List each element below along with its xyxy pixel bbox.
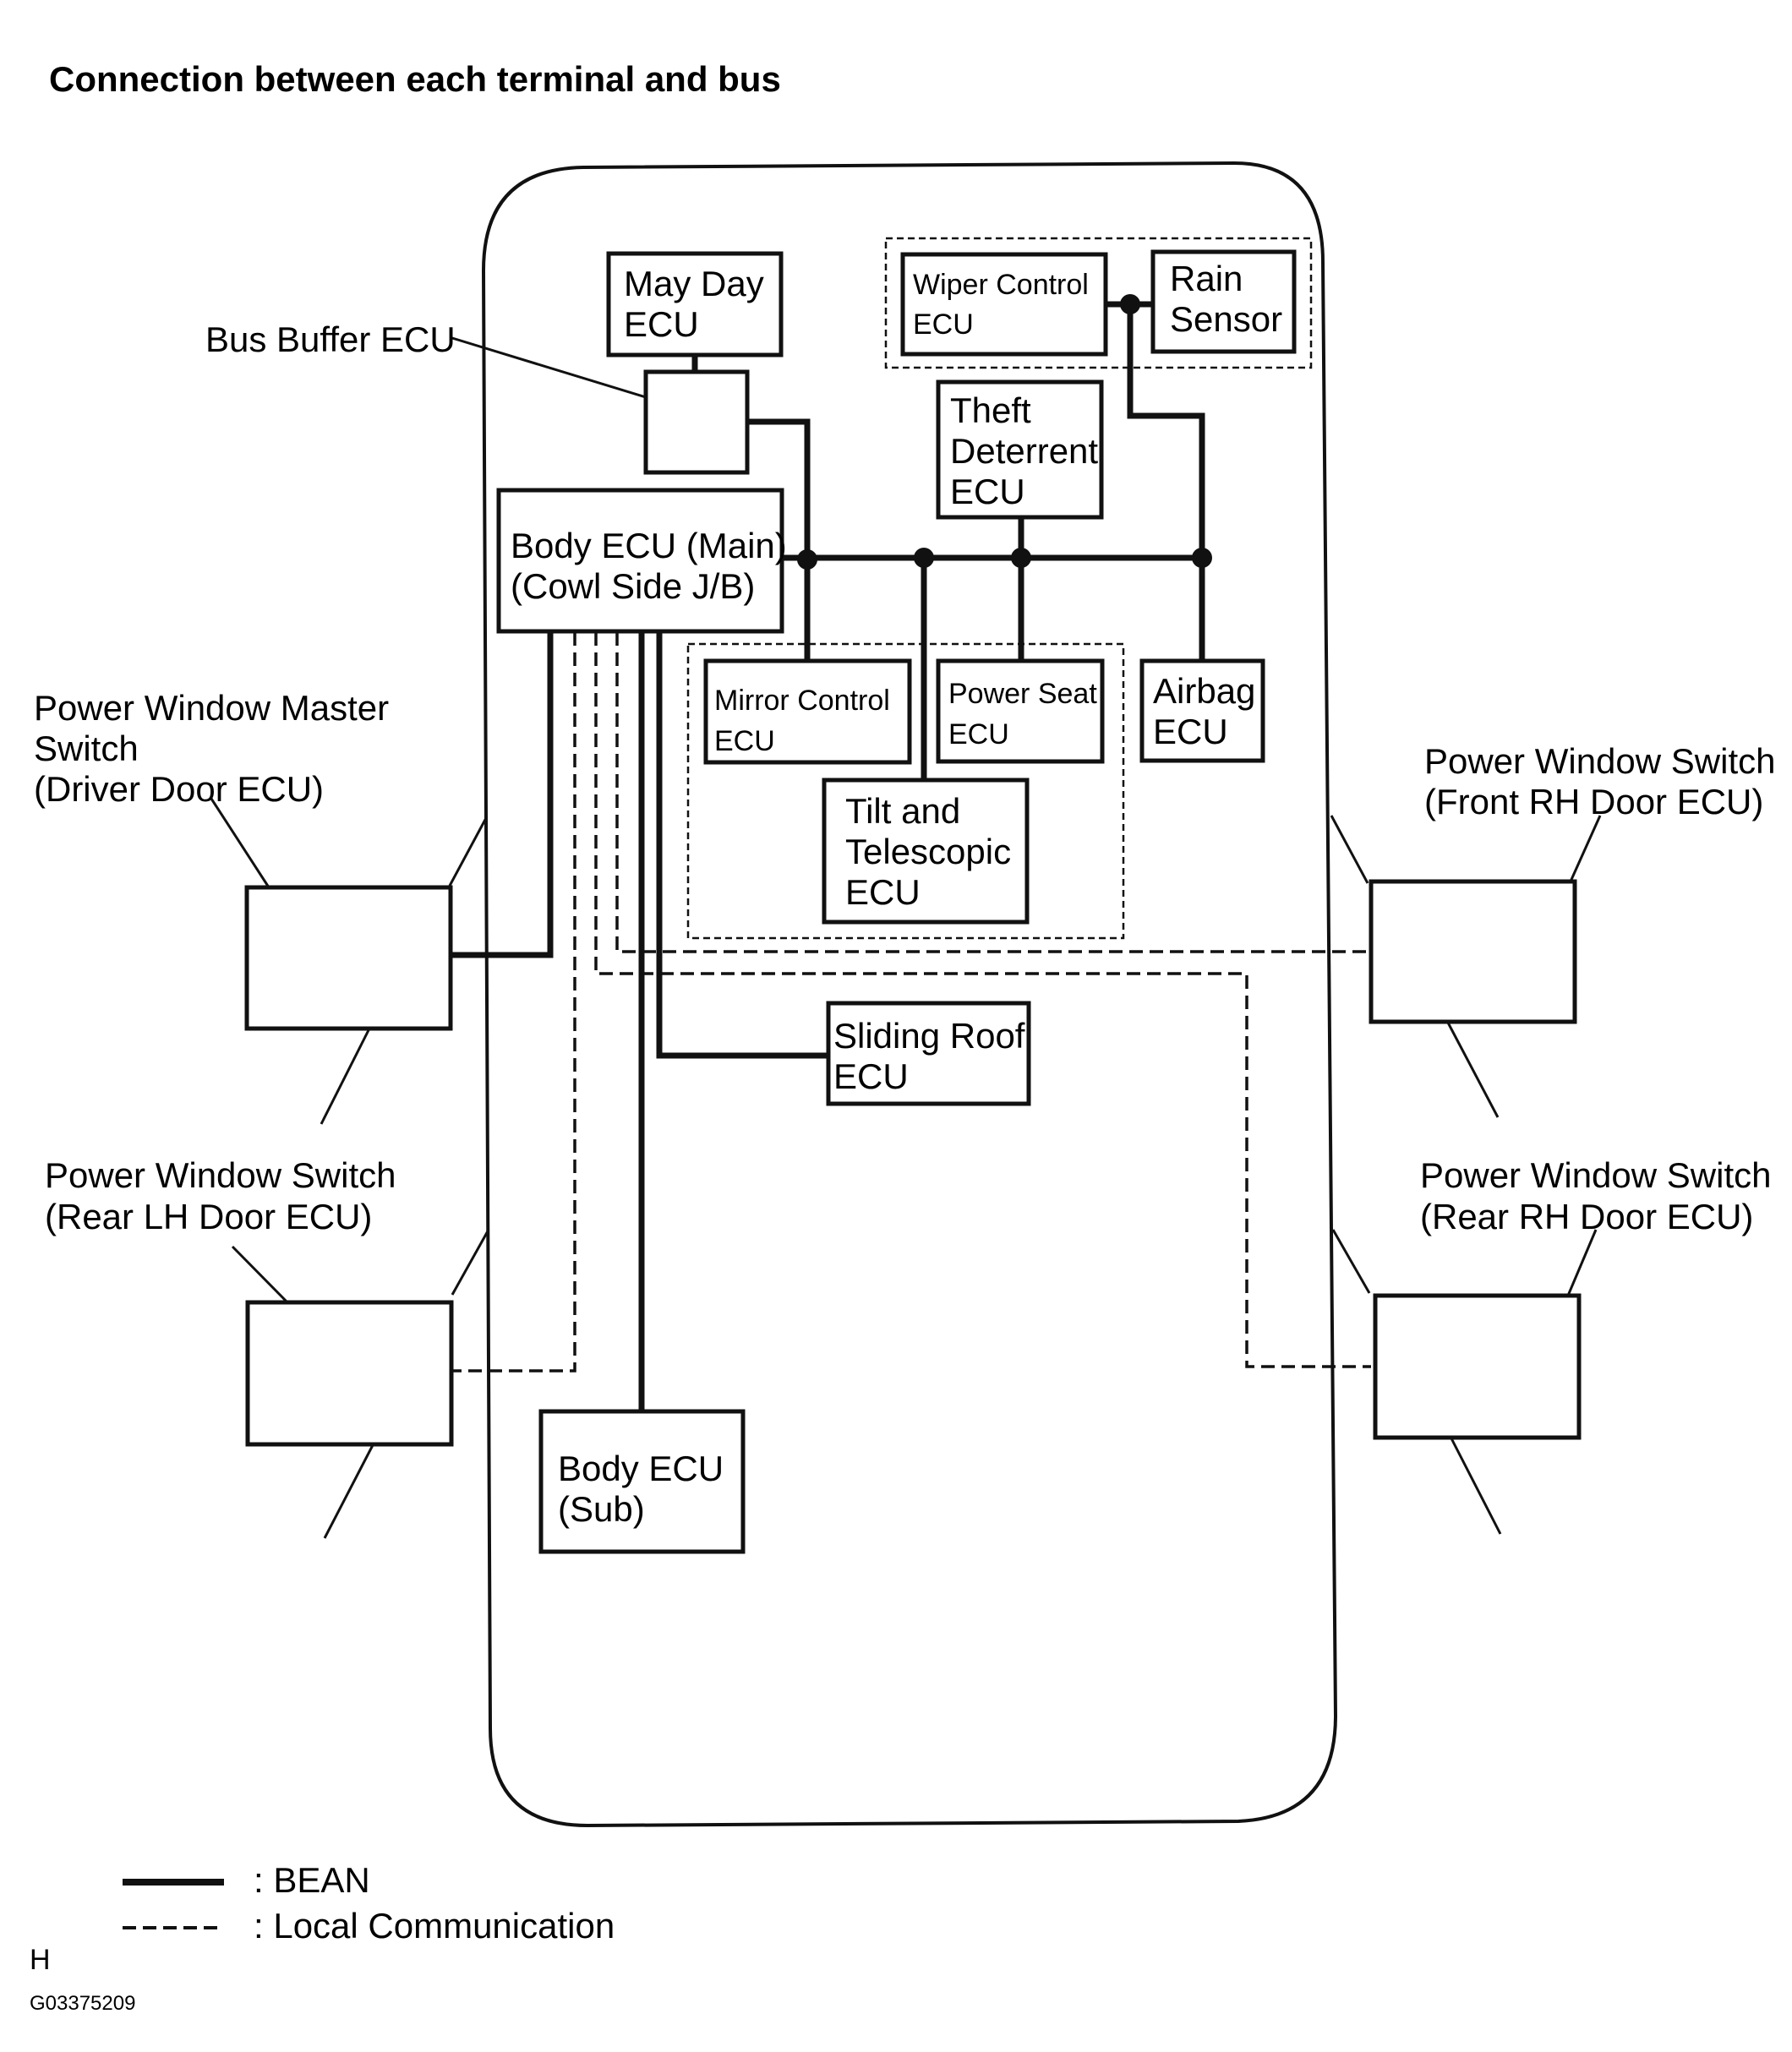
mirror-label-1: Mirror Control [714, 685, 890, 717]
junction-dot [1120, 294, 1140, 314]
mirror-label-2: ECU [714, 725, 775, 757]
body-sub-label-2: (Sub) [558, 1489, 645, 1529]
body-sub-label-1: Body ECU [558, 1449, 724, 1488]
bean-bus-wiper-rain [1127, 304, 1205, 661]
theft-label-3: ECU [950, 472, 1025, 511]
vehicle-outline [481, 161, 1338, 1828]
bean-bus-sliding-roof [656, 632, 828, 1059]
local-comm-lines [451, 632, 1371, 1373]
body-main-label-1: Body ECU (Main) [511, 526, 787, 565]
tilt-label-3: ECU [845, 872, 921, 912]
wiper-control-box [900, 252, 1108, 357]
airbag-label-1: Airbag [1153, 671, 1255, 711]
wiper-label-2: ECU [913, 308, 974, 341]
junction-dot [914, 548, 934, 568]
body-ecu-main-box [496, 488, 784, 634]
bean-bus-master [451, 632, 554, 958]
theft-deterrent-box [936, 379, 1104, 520]
legend-bean-label: : BEAN [254, 1860, 370, 1900]
label-leaders [210, 798, 1602, 1304]
pw-rear-lh-label-2: (Rear LH Door ECU) [45, 1197, 372, 1236]
pw-front-rh-label-1: Power Window Switch [1424, 741, 1775, 781]
bean-bus-bus-buffer [748, 418, 811, 661]
tilt-label-2: Telescopic [845, 832, 1011, 871]
theft-label-1: Theft [950, 390, 1031, 430]
bus-buffer-label: Bus Buffer ECU [205, 319, 456, 359]
mirror-seat-tilt-group-frame [686, 642, 1125, 940]
rain-sensor-label-1: Rain [1170, 259, 1243, 298]
bus-buffer-leader [451, 336, 647, 399]
tilt-telescopic-box [822, 778, 1030, 925]
theft-label-2: Deterrent [950, 431, 1098, 471]
body-main-label-2: (Cowl Side J/B) [511, 566, 755, 606]
pw-master-label-1: Power Window Master [34, 688, 389, 728]
may-day-label-1: May Day [624, 264, 764, 303]
airbag-label-2: ECU [1153, 712, 1228, 751]
pw-rear-rh-label-2: (Rear RH Door ECU) [1420, 1197, 1753, 1236]
pw-rear-lh-box [245, 1300, 454, 1447]
diagram-title: Connection between each terminal and bus [49, 59, 781, 99]
may-day-label-2: ECU [624, 304, 699, 344]
power-seat-label-1: Power Seat [948, 678, 1097, 710]
pw-rear-lh-label-1: Power Window Switch [45, 1155, 396, 1195]
wiper-label-1: Wiper Control [913, 269, 1089, 301]
wiper-group-frame [884, 237, 1313, 369]
bean-bus-junctions [797, 294, 1212, 570]
footer-mark: H [30, 1944, 51, 1976]
rain-sensor-box [1150, 249, 1297, 354]
pw-master-box [244, 885, 453, 1031]
tilt-label-1: Tilt and [845, 791, 960, 831]
local-comm-rear-rh [594, 632, 1371, 1368]
pw-front-rh-label-2: (Front RH Door ECU) [1424, 782, 1763, 821]
bus-buffer-box [643, 369, 750, 475]
airbag-box [1139, 658, 1265, 763]
pw-front-rh-box [1369, 879, 1577, 1024]
power-seat-box [936, 658, 1105, 764]
local-comm-rear-lh [451, 632, 576, 1373]
sliding-roof-label-1: Sliding Roof [833, 1016, 1025, 1056]
may-day-box [606, 251, 784, 357]
mirror-control-box [703, 658, 912, 765]
pw-rear-rh-label-1: Power Window Switch [1420, 1155, 1771, 1195]
door-lines [320, 815, 1502, 1539]
pw-master-label-3: (Driver Door ECU) [34, 769, 324, 809]
junction-dot [1011, 548, 1031, 568]
body-ecu-sub-box [538, 1409, 746, 1554]
figure-code: G03375209 [30, 1992, 135, 2015]
power-seat-label-2: ECU [948, 718, 1009, 750]
junction-dot [1192, 548, 1212, 568]
rain-sensor-label-2: Sensor [1170, 299, 1282, 339]
legend-local-label: : Local Communication [254, 1906, 615, 1946]
junction-dot [797, 549, 817, 570]
local-comm-front-rh [615, 632, 1371, 953]
pw-master-label-2: Switch [34, 729, 139, 768]
pw-rear-rh-box [1373, 1293, 1582, 1440]
sliding-roof-box [826, 1001, 1031, 1106]
sliding-roof-label-2: ECU [833, 1056, 909, 1096]
